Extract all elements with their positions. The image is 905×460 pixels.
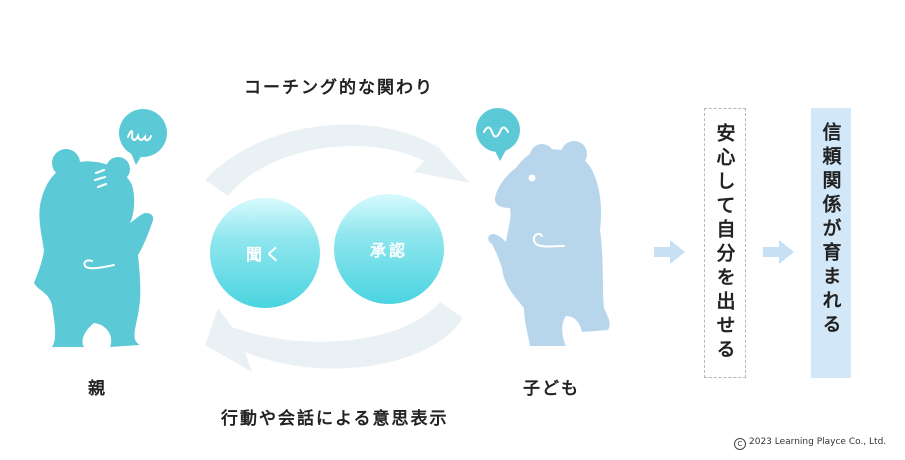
child-bear-illustration [476, 108, 610, 346]
parent-speech-bubble [119, 109, 167, 157]
copyright-text: 2023 Learning Playce Co., Ltd. [749, 437, 887, 447]
parent-bear-body [34, 161, 154, 347]
right-arrow-2 [763, 240, 794, 264]
top-cycle-arrow [205, 124, 470, 196]
top-caption: コーチング的な関わり [244, 78, 434, 98]
approval-label: 承認 [369, 241, 408, 260]
child-speech-bubble [476, 108, 520, 152]
approval-circle: 承認 [334, 194, 444, 304]
bottom-cycle-arrow [205, 302, 463, 372]
right-arrow-1 [654, 240, 685, 264]
copyright-icon: C [734, 438, 746, 450]
result-trust-text: 信頼関係が育まれる [819, 122, 842, 338]
result-box-trust: 信頼関係が育まれる [811, 108, 851, 378]
parent-bear-illustration [34, 109, 167, 347]
child-bear-body [488, 149, 610, 346]
listen-circle: 聞く [210, 198, 320, 308]
parent-label: 親 [88, 379, 107, 399]
result-box-security: 安心して自分を出せる [704, 108, 746, 378]
child-label: 子ども [523, 379, 580, 399]
result-security-text: 安心して自分を出せる [713, 123, 736, 363]
bottom-caption: 行動や会話による意思表示 [221, 409, 449, 429]
listen-label: 聞く [245, 245, 284, 264]
